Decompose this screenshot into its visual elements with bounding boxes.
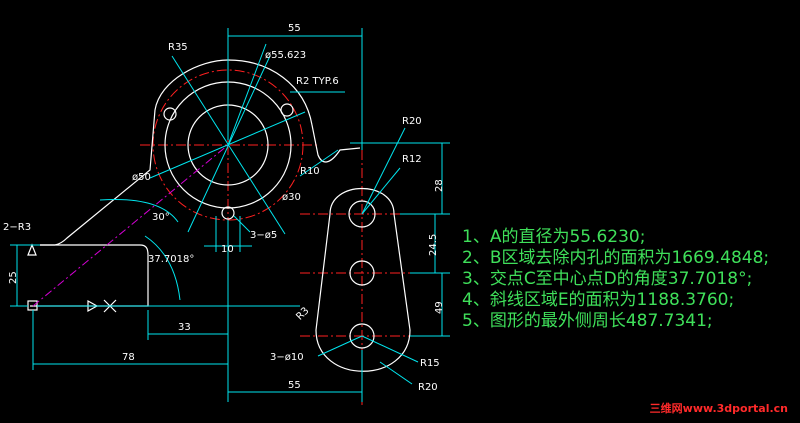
watermark: 三维网www.3dportal.cn bbox=[650, 401, 788, 415]
dim-angle-37: 37.7018° bbox=[148, 254, 194, 265]
link-hole-top bbox=[348, 200, 376, 228]
dim-d50: ø50 bbox=[132, 172, 151, 183]
dim-r15: R15 bbox=[420, 358, 440, 369]
answers-panel: 1、A的直径为55.6230; 2、B区域去除内孔的面积为1669.4848; … bbox=[462, 227, 769, 331]
dim-r20-top: R20 bbox=[402, 116, 422, 127]
link-hole-mid bbox=[349, 260, 375, 286]
hole-d5-left bbox=[163, 107, 177, 121]
answer-line-1: 1、A的直径为55.6230; bbox=[462, 227, 645, 247]
dim-r10: R10 bbox=[300, 166, 320, 177]
answer-line-2: 2、B区域去除内孔的面积为1669.4848; bbox=[462, 248, 769, 268]
answer-line-4: 4、斜线区域E的面积为1188.3760; bbox=[462, 290, 734, 310]
dim-top-55: 55 bbox=[288, 23, 301, 34]
dim-holes-d5: 3−ø5 bbox=[250, 230, 277, 241]
dim-r12: R12 bbox=[402, 154, 422, 165]
dimension-labels: 55 R35 ø55.623 R2 TYP.6 R20 R12 R10 ø50 … bbox=[3, 23, 445, 393]
dim-d30: ø30 bbox=[282, 192, 301, 203]
bracket-lower-edge bbox=[30, 244, 149, 307]
dim-10: 10 bbox=[221, 244, 234, 255]
dim-angle-30: 30° bbox=[152, 212, 170, 223]
hole-d5-right bbox=[280, 103, 294, 117]
link-hole-bottom bbox=[349, 323, 375, 349]
hole-d5-bottom bbox=[221, 206, 235, 220]
dim-r20-bottom: R20 bbox=[418, 382, 438, 393]
dim-bottom-55: 55 bbox=[288, 380, 301, 391]
link-outline bbox=[315, 187, 411, 372]
dim-d55-623: ø55.623 bbox=[265, 50, 306, 61]
dimension-lines bbox=[10, 28, 450, 402]
bracket-outline bbox=[40, 59, 361, 246]
answer-line-5: 5、图形的最外侧周长487.7341; bbox=[462, 311, 713, 331]
arrow-marker-up bbox=[27, 243, 37, 256]
dim-holes-d10: 3−ø10 bbox=[270, 352, 304, 363]
dim-r2-typ6: R2 TYP.6 bbox=[296, 76, 339, 87]
dim-49: 49 bbox=[434, 301, 445, 314]
dim-r35: R35 bbox=[168, 42, 188, 53]
dim-28: 28 bbox=[434, 179, 445, 192]
dim-r3-right: R3 bbox=[294, 305, 311, 322]
part-outline bbox=[27, 59, 411, 372]
dim-33: 33 bbox=[178, 322, 191, 333]
construction-line bbox=[32, 144, 229, 307]
dim-r3-left: 2−R3 bbox=[3, 222, 31, 233]
dim-25: 25 bbox=[8, 271, 19, 284]
answer-line-3: 3、交点C至中心点D的角度37.7018°; bbox=[462, 269, 752, 289]
dim-78: 78 bbox=[122, 352, 135, 363]
dim-24-5: 24.5 bbox=[428, 234, 439, 256]
